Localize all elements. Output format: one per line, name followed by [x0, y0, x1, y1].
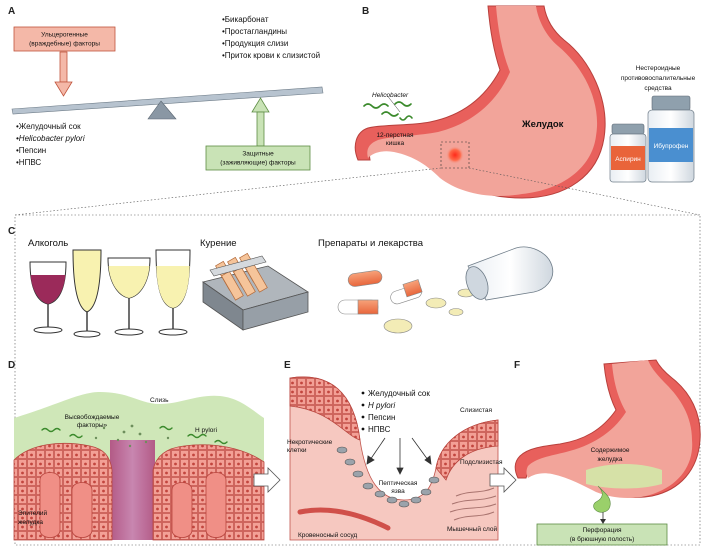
- down-arrow-icon: [54, 51, 73, 97]
- nsaid-line3: средства: [644, 85, 672, 92]
- ulcer-factors-box: [13, 26, 116, 52]
- released-factor-dots: [94, 424, 170, 448]
- cigarette-pack-icon: [202, 252, 309, 331]
- right-arrow-icon-de: [253, 467, 281, 493]
- action-arrows: [366, 437, 432, 475]
- perforated-stomach-lining: [526, 360, 693, 498]
- bullet-dot: [361, 403, 365, 407]
- vessel-label: Кровеносный сосуд: [298, 531, 357, 539]
- tall-wine-glass-icon: [155, 249, 191, 336]
- stomach-lining: [367, 6, 598, 197]
- right-arrow-icon-ef: [489, 467, 517, 493]
- champagne-flute-icon: [72, 249, 102, 338]
- e-list-item-3: Пепсин: [368, 413, 395, 422]
- perforation-arrowhead: [600, 519, 606, 524]
- necrotic-cells-chain: [336, 446, 440, 508]
- released-line1: Высвобождаемые: [65, 413, 120, 421]
- protective-item-1: •Бикарбонат: [222, 15, 269, 24]
- panel-f: F Содержимое желудка Перфорация (в брюшн…: [514, 359, 701, 546]
- mucosa-left: [289, 376, 361, 441]
- perforation-line1: Перфорация: [583, 527, 622, 534]
- ulcer-zoom-box: [440, 141, 470, 169]
- ulcer-spot: [446, 146, 464, 164]
- muscle-fibers: [449, 487, 497, 521]
- panel-label-f: F: [514, 360, 520, 371]
- protective-factors-box: [205, 145, 311, 171]
- nsaid-line1: Нестероидные: [636, 65, 681, 72]
- panel-label-e: E: [284, 360, 291, 371]
- ulcer-factors-line2: (враждебные) факторы: [29, 40, 100, 48]
- perforation-line2: (в брюшную полость): [570, 535, 635, 543]
- ibuprofen-bottle-icon: [647, 95, 695, 183]
- pills-and-capsules-icon: [337, 270, 499, 334]
- protective-factors-line1: Защитные: [242, 151, 274, 158]
- gastric-pit: [110, 440, 155, 540]
- alcohol-label: Алкоголь: [28, 238, 68, 249]
- panel-b: B Helicobacter 12-перстная кишка Желудок…: [354, 5, 696, 199]
- zoom-connector: [14, 167, 701, 546]
- e-list-item-1: Желудочный сок: [368, 389, 430, 398]
- spilled-pill-bottle-icon: [465, 246, 554, 301]
- blood-vessel: [297, 507, 391, 531]
- released-line2: факторы»: [77, 422, 108, 429]
- aggressive-item-1: •Желудочный сок: [16, 122, 81, 131]
- panel-label-a: A: [8, 6, 15, 17]
- epithelium-line2: желудка: [18, 519, 43, 526]
- bullet-dot: [361, 391, 365, 395]
- panel-e: E Желудочный сок H pylori Пепсин НПВС: [284, 360, 503, 541]
- bullet-dot: [361, 427, 365, 431]
- aggressive-item-4: •НПВС: [16, 158, 41, 167]
- protective-factors-line2: (заживляющие) факторы: [220, 160, 296, 167]
- duodenum-line1: 12-перстная: [376, 132, 414, 139]
- submucosa-label: Подслизистая: [460, 459, 503, 466]
- drugs-label: Препараты и лекарства: [318, 238, 424, 249]
- necrotic-line2: клетки: [287, 447, 307, 454]
- necrotic-line1: Некротические: [287, 439, 333, 446]
- panel-label-c: C: [8, 226, 15, 237]
- epithelium-line1: Эпителий: [18, 509, 48, 517]
- gastric-glands: [39, 472, 227, 538]
- up-arrow-icon: [251, 97, 270, 147]
- bullet-dot: [361, 415, 365, 419]
- nsaid-line2: противовоспалительные: [621, 75, 696, 82]
- aggressive-item-3: •Пепсин: [16, 146, 46, 155]
- white-wine-glass-icon: [107, 257, 151, 336]
- panel-a: A Ульцерогенные (враждебные) факторы •Би…: [8, 6, 324, 171]
- perforation-leak: [593, 485, 611, 513]
- ibuprofen-label: Ибупрофен: [654, 142, 689, 150]
- aggressive-item-2: •Helicobacter pylori: [16, 134, 85, 143]
- ulcer-line1: Пептическая: [379, 480, 418, 487]
- h-pylori-bacteria-icon: [41, 425, 228, 445]
- contents-line2: желудка: [598, 456, 623, 463]
- duodenum-line2: кишка: [386, 140, 405, 147]
- stomach-label: Желудок: [521, 119, 564, 130]
- helicobacter-bacteria-icon: [363, 101, 413, 121]
- mucosa-right: [435, 419, 499, 481]
- mucus-label: Слизь: [150, 397, 169, 404]
- helicobacter-label: Helicobacter: [372, 92, 409, 99]
- red-wine-glass-icon: [29, 261, 67, 334]
- panel-label-d: D: [8, 360, 15, 371]
- aspirin-label: Аспирин: [615, 156, 641, 163]
- stomach-contents: [586, 464, 662, 489]
- muscle-label: Мышечный слой: [447, 525, 498, 533]
- contents-line1: Содержимое: [591, 447, 630, 454]
- aspirin-bottle-icon: [609, 123, 647, 183]
- smoking-label: Курение: [200, 238, 237, 249]
- e-list-item-4: НПВС: [368, 425, 391, 434]
- h-pylori-label: H pylori: [195, 427, 217, 434]
- panel-c: C Алкоголь Курение Препараты и лекарства: [8, 226, 554, 338]
- e-list-item-2: H pylori: [368, 401, 395, 410]
- ulcer-line2: язва: [391, 488, 405, 495]
- protective-item-4: •Приток крови к слизистой: [222, 51, 320, 60]
- panel-d: D Слизь Высвобождаемые: [8, 360, 265, 541]
- protective-item-3: •Продукция слизи: [222, 39, 288, 48]
- panel-label-b: B: [362, 6, 369, 17]
- protective-item-2: •Простагландины: [222, 27, 287, 36]
- mucosa-label: Слизистая: [460, 407, 492, 414]
- perforation-box: [536, 523, 668, 546]
- ulcer-factors-line1: Ульцерогенные: [41, 32, 88, 39]
- balance-scale-icon: [11, 86, 324, 120]
